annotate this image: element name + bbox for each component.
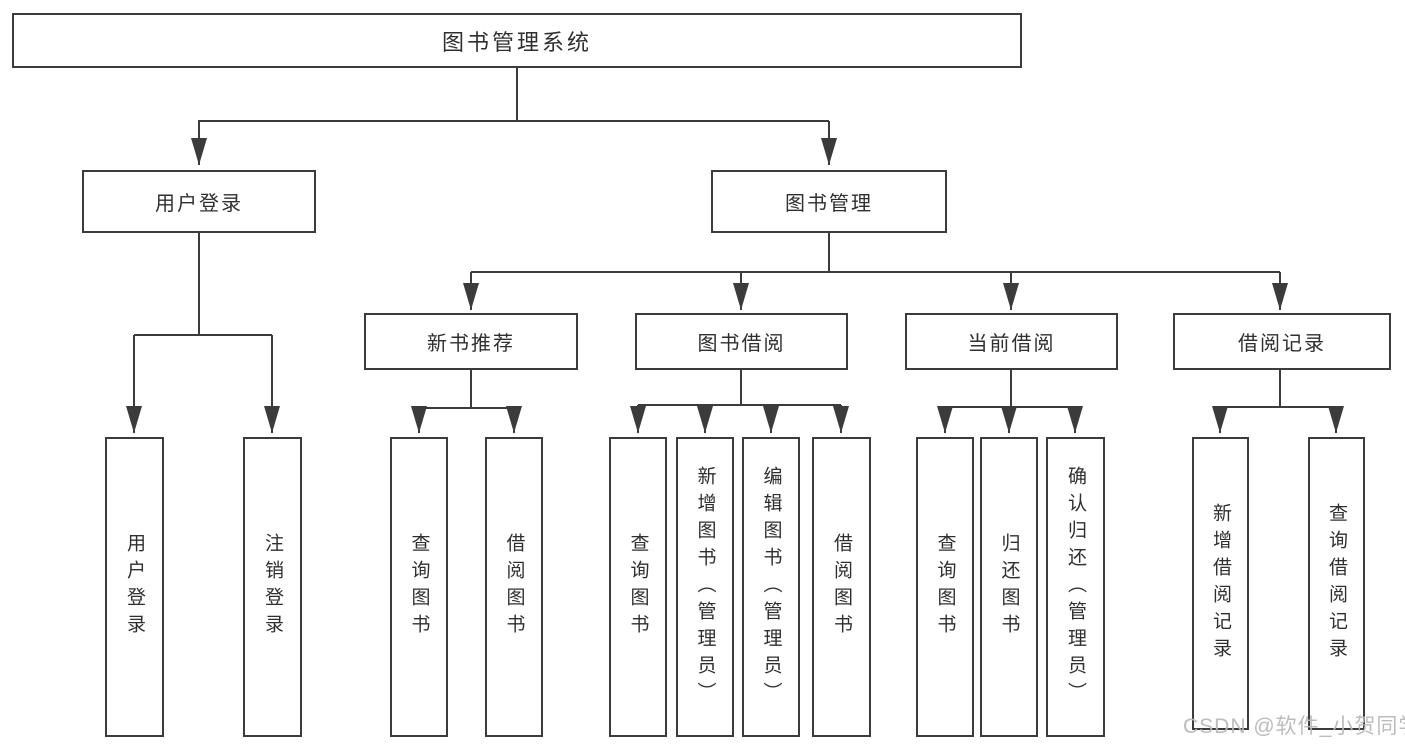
leaf-borrowing-query-books-label: 查询图书	[627, 533, 649, 641]
node-new-book-recommend: 新书推荐	[364, 313, 578, 370]
node-borrowing-records: 借阅记录	[1173, 313, 1391, 370]
node-book-management: 图书管理	[711, 170, 947, 233]
leaf-query-borrow-record-label: 查询借阅记录	[1326, 502, 1347, 665]
leaf-confirm-return-admin: 确认归还（管理员）	[1046, 437, 1105, 737]
leaf-user-login: 用户登录	[105, 437, 164, 737]
connector-group	[126, 68, 1344, 433]
leaf-add-books-admin-label: 新增图书（管理员）	[694, 465, 716, 709]
leaf-borrowing-borrow-books-label: 借阅图书	[831, 533, 852, 641]
leaf-newbook-borrow-books: 借阅图书	[485, 437, 543, 737]
leaf-edit-books-admin: 编辑图书（管理员）	[742, 437, 800, 737]
leaf-add-books-admin: 新增图书（管理员）	[676, 437, 734, 737]
node-book-borrowing: 图书借阅	[635, 313, 848, 370]
leaf-newbook-query-books: 查询图书	[390, 437, 448, 737]
leaf-current-query-books-label: 查询图书	[934, 533, 956, 641]
node-user-login: 用户登录	[82, 170, 316, 233]
leaf-confirm-return-admin-label: 确认归还（管理员）	[1065, 465, 1086, 709]
leaf-add-borrow-record-label: 新增借阅记录	[1210, 502, 1231, 665]
leaf-user-login-label: 用户登录	[124, 533, 145, 641]
leaf-logout-label: 注销登录	[262, 533, 283, 641]
leaf-return-books-label: 归还图书	[998, 533, 1020, 641]
node-current-borrowing: 当前借阅	[905, 313, 1118, 370]
leaf-current-query-books: 查询图书	[916, 437, 974, 737]
csdn-watermark: CSDN @软件_小贺同学	[1183, 715, 1405, 738]
leaf-borrowing-borrow-books: 借阅图书	[812, 437, 871, 737]
leaf-borrowing-query-books: 查询图书	[609, 437, 667, 737]
leaf-query-borrow-record: 查询借阅记录	[1308, 437, 1365, 730]
leaf-add-borrow-record: 新增借阅记录	[1192, 437, 1249, 730]
leaf-logout: 注销登录	[243, 437, 302, 737]
node-root: 图书管理系统	[12, 13, 1022, 68]
leaf-newbook-borrow-books-label: 借阅图书	[503, 533, 525, 641]
leaf-edit-books-admin-label: 编辑图书（管理员）	[760, 465, 782, 709]
leaf-return-books: 归还图书	[980, 437, 1038, 737]
leaf-newbook-query-books-label: 查询图书	[408, 533, 430, 641]
